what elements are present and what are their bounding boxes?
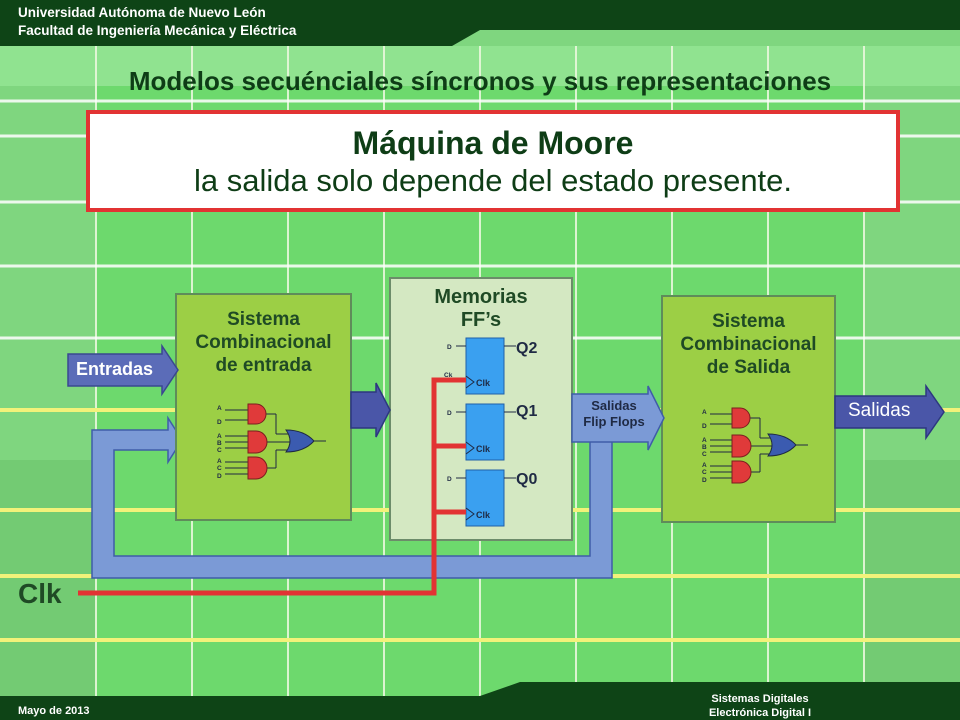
ff-clk-label: Clk (476, 378, 491, 388)
ff-d-label: D (447, 476, 452, 483)
slide-title: Modelos secuénciales síncronos y sus rep… (128, 66, 832, 96)
faculty-name: Facultad de Ingeniería Mecánica y Eléctr… (18, 23, 297, 38)
footer-course-line: Sistemas Digitales (711, 693, 809, 705)
moore-highlight-box: Máquina de Moore la salida solo depende … (86, 110, 900, 212)
gate-letter: A (217, 458, 222, 465)
input-block-title-line: de entrada (215, 355, 312, 376)
input-logic-gates (225, 403, 326, 480)
q0-label: Q0 (516, 471, 537, 488)
flipflop-q2 (456, 337, 516, 395)
q1-label: Q1 (516, 403, 537, 420)
clock-input-label: Ck (444, 372, 453, 379)
outputs-arrow-label: Salidas (848, 400, 911, 421)
gate-letter: D (217, 419, 222, 426)
footer-course: Sistemas Digitales Electrónica Digital I (640, 692, 880, 720)
gate-letter: A (217, 433, 222, 440)
gate-letter: A (702, 409, 707, 416)
ff-outputs-arrow (571, 385, 665, 451)
gate-letter: D (702, 477, 707, 484)
gate-letter: C (217, 465, 222, 472)
comb-to-memory-arrow (350, 382, 391, 438)
output-block-title: Sistema Combinacional de Salida (662, 310, 835, 379)
inputs-arrow-label: Entradas (76, 359, 154, 379)
gate-letter: A (702, 462, 707, 469)
ff-outputs-label-line: Flip Flops (583, 414, 645, 429)
flipflop-q1 (456, 403, 516, 461)
gate-letter: C (217, 447, 222, 454)
ff-outputs-arrow-label: Salidas Flip Flops (570, 398, 658, 430)
footer-course-line: Electrónica Digital I (708, 707, 812, 719)
input-block-title-line: Combinacional (195, 332, 332, 353)
clock-line (78, 377, 466, 596)
moore-title: Máquina de Moore (352, 125, 634, 161)
output-block-title-line: de Salida (706, 357, 791, 378)
gate-letter: B (702, 444, 707, 451)
header-text: Universidad Autónoma de Nuevo León Facul… (18, 4, 296, 40)
memory-block-title-line: Memorias (434, 286, 528, 308)
outputs-arrow (834, 383, 945, 441)
ff-d-label: D (447, 410, 452, 417)
footer-date: Mayo de 2013 (18, 705, 90, 717)
header-band (0, 0, 960, 46)
output-block-title-line: Sistema (712, 311, 785, 332)
input-block-title-line: Sistema (227, 309, 300, 330)
gate-letter: B (217, 440, 222, 447)
flipflop-q0 (456, 469, 516, 527)
input-block-title: Sistema Combinacional de entrada (176, 308, 351, 377)
gate-letter: C (702, 469, 707, 476)
gate-letter: C (702, 451, 707, 458)
q2-label: Q2 (516, 340, 537, 357)
moore-subtitle: la salida solo depende del estado presen… (193, 163, 793, 198)
ff-clk-label: Clk (476, 510, 491, 520)
gate-letter: D (217, 473, 222, 480)
output-block-title-line: Combinacional (680, 334, 817, 355)
memory-block-title: Memorias FF’s (390, 286, 572, 332)
gate-letter: D (702, 423, 707, 430)
clk-signal-label: Clk (18, 578, 62, 609)
university-name: Universidad Autónoma de Nuevo León (18, 5, 266, 20)
gate-letter: A (702, 437, 707, 444)
inputs-arrow (67, 343, 179, 397)
memory-block-title-line: FF’s (460, 309, 502, 331)
gate-letter: A (217, 405, 222, 412)
output-block (661, 295, 836, 523)
ff-clk-label: Clk (476, 444, 491, 454)
output-logic-gates (710, 407, 808, 484)
ff-outputs-label-line: Salidas (591, 398, 637, 413)
ff-d-label: D (447, 344, 452, 351)
